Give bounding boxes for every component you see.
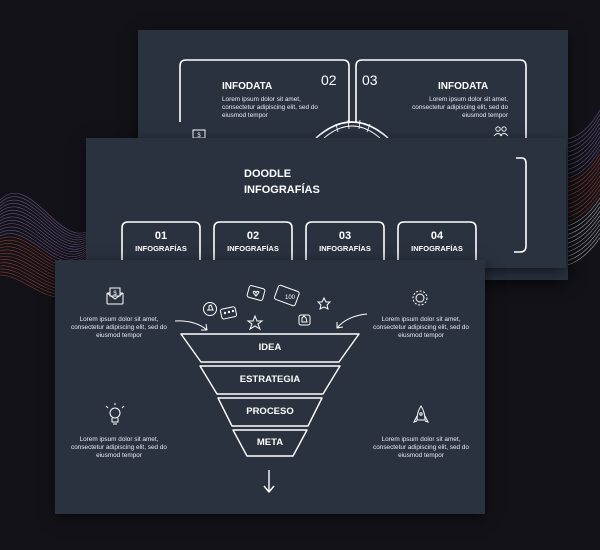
- tab-3[interactable]: 03 INFOGRAFÍAS: [306, 230, 384, 253]
- wave-line: [0, 213, 91, 248]
- wave-line: [0, 216, 91, 250]
- tab-number: 01: [154, 230, 168, 242]
- like-icon: [298, 314, 311, 326]
- text-block-top-left: Lorem ipsum dolor sit amet, consectetur …: [71, 316, 167, 340]
- text-block-top-right: Lorem ipsum dolor sit amet, consectetur …: [373, 316, 469, 340]
- people-icon: [493, 124, 509, 142]
- title-line-1: DOODLE: [244, 168, 292, 180]
- gear-icon: [412, 290, 428, 306]
- tab-label: INFOGRAFÍAS: [135, 244, 187, 253]
- funnel-diagram: 100 $: [105, 284, 429, 493]
- slide-front: 100 $ IDEA ESTRATEGIA PROCESO META Lorem…: [55, 260, 485, 514]
- wave-line: [0, 206, 91, 243]
- tab-frames: [121, 157, 527, 260]
- arrow-right-curve: [336, 313, 368, 329]
- tab-4[interactable]: 04 INFOGRAFÍAS: [398, 230, 476, 253]
- tab-label: INFOGRAFÍAS: [411, 244, 463, 253]
- svg-text:$: $: [113, 291, 117, 297]
- rocket-icon: [413, 405, 429, 423]
- wave-line: [0, 209, 91, 245]
- wave-line: [0, 220, 91, 252]
- chat-icon: [219, 306, 237, 320]
- tab-label: INFOGRAFÍAS: [227, 244, 279, 253]
- arrow-left-curve: [174, 320, 208, 331]
- card-number: 02: [321, 72, 337, 88]
- card-number: 03: [362, 72, 378, 88]
- funnel-label-proceso: PROCESO: [246, 406, 294, 417]
- slide-mid: DOODLE INFOGRAFÍAS 01 INFOGRAFÍAS 02 INF…: [86, 138, 566, 268]
- tab-number: 04: [430, 230, 444, 242]
- funnel-label-estrategia: ESTRATEGIA: [239, 374, 301, 385]
- svg-text:100: 100: [285, 295, 296, 301]
- wave-line: [0, 230, 91, 260]
- wave-line: [0, 203, 91, 241]
- card-title: INFODATA: [438, 81, 489, 92]
- tab-number: 03: [338, 230, 352, 242]
- wave-line: [0, 199, 91, 238]
- wave-line: [0, 233, 91, 262]
- tab-1[interactable]: 01 INFOGRAFÍAS: [122, 230, 200, 253]
- wave-line: [0, 196, 91, 236]
- text-block-bottom-left: Lorem ipsum dolor sit amet, consectetur …: [71, 436, 167, 460]
- lightbulb-icon: [105, 403, 125, 425]
- wave-line: [0, 226, 91, 257]
- funnel-level-2: [199, 365, 341, 395]
- doodle-title: DOODLE INFOGRAFÍAS: [244, 166, 320, 198]
- card-title: INFODATA: [222, 81, 273, 92]
- funnel-level-4: [232, 429, 308, 457]
- card-text: Lorem ipsum dolor sit amet, consectetur …: [412, 96, 508, 120]
- like-bubble-icon: [203, 302, 217, 316]
- thumb-bubble-icon: 100: [273, 284, 300, 307]
- tab-label: INFOGRAFÍAS: [319, 244, 371, 253]
- tab-number: 02: [246, 230, 260, 242]
- money-envelope-icon: $: [106, 287, 124, 305]
- star-icon: [246, 314, 264, 331]
- funnel-level-1: [180, 333, 360, 363]
- wave-line: [0, 223, 91, 255]
- heart-bubble-icon: [246, 285, 266, 301]
- funnel-level-3: [217, 397, 323, 427]
- card-text: Lorem ipsum dolor sit amet, consectetur …: [222, 96, 318, 120]
- star-icon: [316, 296, 332, 310]
- title-line-2: INFOGRAFÍAS: [244, 184, 320, 196]
- arrow-down: [263, 470, 275, 493]
- funnel-label-meta: META: [256, 437, 284, 448]
- svg-text:$: $: [197, 133, 201, 139]
- text-block-bottom-right: Lorem ipsum dolor sit amet, consectetur …: [373, 436, 469, 460]
- tab-2[interactable]: 02 INFOGRAFÍAS: [214, 230, 292, 253]
- funnel-label-idea: IDEA: [258, 342, 282, 353]
